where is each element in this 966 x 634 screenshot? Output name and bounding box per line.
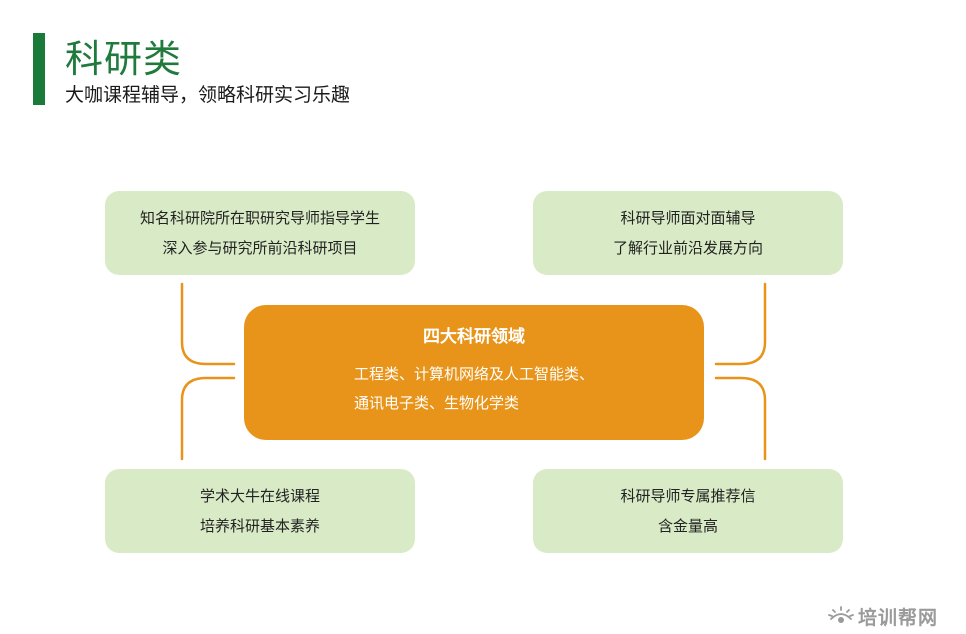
title-accent-bar	[33, 33, 45, 105]
center-line-1: 工程类、计算机网络及人工智能类、	[354, 365, 595, 383]
watermark-text: 培训帮网	[858, 606, 939, 629]
box-top-right-line-1: 科研导师面对面辅导	[620, 209, 756, 227]
box-bottom-right: 科研导师专属推荐信 含金量高	[533, 469, 843, 553]
center-title: 四大科研领域	[423, 327, 525, 347]
box-bottom-right-line-2: 含金量高	[657, 517, 718, 535]
connector-top-left	[180, 282, 236, 366]
box-bottom-left-line-1: 学术大牛在线课程	[199, 487, 320, 505]
page-title: 科研类	[65, 37, 183, 81]
center-line-2: 通讯电子类、生物化学类	[354, 394, 520, 412]
box-bottom-left-line-2: 培养科研基本素养	[199, 517, 320, 535]
box-top-left-line-2: 深入参与研究所前沿科研项目	[162, 239, 358, 257]
page-subtitle: 大咖课程辅导，领略科研实习乐趣	[65, 84, 351, 106]
box-top-right: 科研导师面对面辅导 了解行业前沿发展方向	[533, 191, 843, 275]
connector-bottom-right	[714, 376, 767, 461]
sun-eye-icon	[828, 606, 854, 623]
box-bottom-right-line-1: 科研导师专属推荐信	[620, 487, 756, 505]
box-top-right-line-2: 了解行业前沿发展方向	[612, 239, 763, 257]
center-box: 四大科研领域	[244, 305, 704, 440]
box-top-left: 知名科研院所在职研究导师指导学生 深入参与研究所前沿科研项目	[105, 191, 415, 275]
watermark-logo: 培训帮网	[828, 602, 960, 630]
connector-bottom-left	[180, 376, 236, 461]
connector-top-right	[714, 282, 767, 366]
box-bottom-left: 学术大牛在线课程 培养科研基本素养	[105, 469, 415, 553]
box-top-left-line-1: 知名科研院所在职研究导师指导学生	[139, 209, 380, 227]
